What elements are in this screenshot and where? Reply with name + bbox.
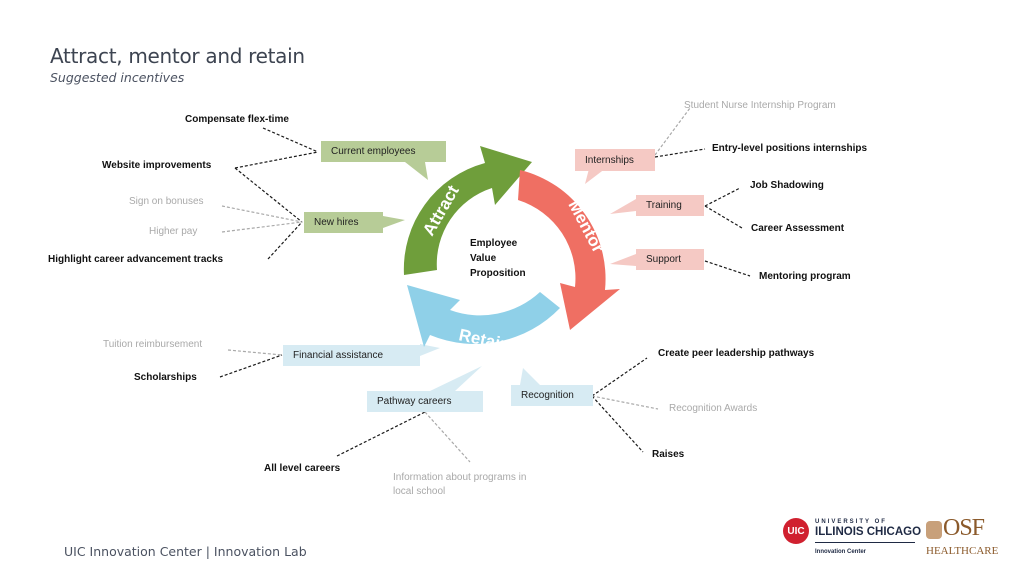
pathway-pointer — [430, 366, 482, 391]
box-training: Training — [636, 195, 704, 216]
uic-logo-icon: UIC — [783, 518, 809, 544]
connector — [704, 205, 743, 229]
connector — [424, 411, 471, 463]
uic-center-text: Innovation Center — [815, 549, 867, 555]
item-career-assessment: Career Assessment — [751, 223, 845, 234]
uic-university-text: UNIVERSITY OF — [815, 519, 887, 525]
connector — [267, 221, 303, 260]
recognition-pointer — [520, 368, 540, 385]
connector — [591, 395, 659, 410]
mentor-arrow — [518, 170, 620, 330]
box-pathway-careers: Pathway careers — [367, 391, 483, 412]
center-line-2: Value — [470, 253, 497, 264]
attract-connectors — [221, 127, 319, 260]
item-peer-leadership: Create peer leadership pathways — [658, 348, 815, 359]
item-raises: Raises — [652, 449, 685, 460]
item-compensate-flex-time: Compensate flex-time — [185, 114, 289, 125]
uic-divider — [815, 542, 915, 543]
item-entry-level-internships: Entry-level positions internships — [712, 143, 868, 154]
connector — [591, 357, 648, 397]
item-highlight-career-tracks: Highlight career advancement tracks — [48, 254, 224, 265]
box-internships: Internships — [575, 149, 655, 171]
connector — [336, 411, 426, 457]
item-info-programs-line2: local school — [393, 486, 446, 497]
osf-healthcare-text: HEALTHCARE — [926, 545, 999, 557]
item-tuition-reimbursement: Tuition reimbursement — [103, 339, 203, 350]
current-employees-pointer — [405, 162, 428, 180]
retain-arrow — [407, 285, 560, 347]
box-financial-assistance: Financial assistance — [283, 345, 420, 366]
item-recognition-awards: Recognition Awards — [669, 403, 758, 414]
item-sign-on-bonuses: Sign on bonuses — [129, 196, 204, 207]
connector — [234, 167, 303, 223]
connector — [654, 148, 706, 158]
item-higher-pay: Higher pay — [149, 226, 198, 237]
uic-name-text: ILLINOIS CHICAGO — [815, 526, 922, 538]
new-hires-pointer — [383, 216, 405, 228]
box-support: Support — [636, 249, 704, 270]
callout-pointers — [383, 162, 636, 391]
connector — [704, 260, 751, 277]
item-all-level-careers: All level careers — [264, 463, 341, 474]
item-info-programs-line1: Information about programs in — [393, 472, 527, 483]
box-recognition: Recognition — [511, 385, 593, 406]
connector — [262, 127, 319, 153]
attract-arrow — [403, 146, 532, 275]
training-pointer — [610, 199, 636, 214]
item-website-improvements: Website improvements — [102, 160, 212, 171]
connector — [221, 205, 303, 223]
connector — [654, 107, 691, 156]
osf-seal-icon — [926, 521, 942, 539]
item-student-nurse-internship: Student Nurse Internship Program — [684, 100, 836, 111]
item-job-shadowing: Job Shadowing — [750, 180, 824, 191]
mentor-connectors — [654, 107, 751, 277]
item-scholarships: Scholarships — [134, 372, 197, 383]
support-pointer — [610, 254, 636, 266]
center-label: Employee Value Proposition — [470, 236, 526, 281]
connector — [221, 221, 303, 233]
connector — [219, 354, 283, 378]
page-title: Attract, mentor and retain — [50, 44, 305, 68]
connector — [234, 151, 319, 169]
box-new-hires: New hires — [304, 212, 383, 233]
connector — [227, 349, 283, 356]
center-line-3: Proposition — [470, 268, 526, 279]
footer-text: UIC Innovation Center | Innovation Lab — [64, 544, 307, 559]
center-line-1: Employee — [470, 238, 518, 249]
box-current-employees: Current employees — [321, 141, 446, 162]
connector — [704, 187, 741, 207]
retain-connectors — [219, 349, 659, 463]
financial-pointer — [420, 344, 440, 356]
page-subtitle: Suggested incentives — [50, 70, 185, 85]
connector — [591, 395, 644, 453]
item-mentoring-program: Mentoring program — [759, 271, 851, 282]
osf-logo-text: OSF — [943, 515, 985, 541]
